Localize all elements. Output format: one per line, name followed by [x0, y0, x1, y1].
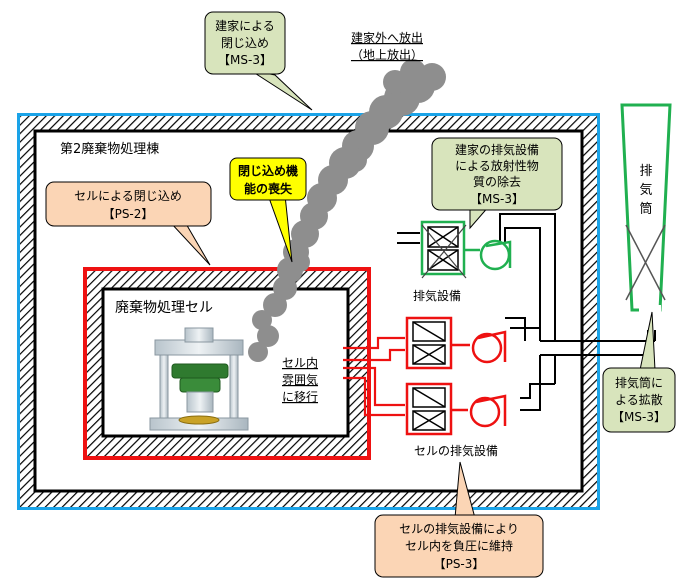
callout-line: よる拡散 — [615, 392, 663, 407]
cell-exhaust-unit-lower — [405, 382, 507, 436]
callout-line: 閉じ込め — [221, 36, 269, 50]
callout-line: セル内を負圧に維持 — [405, 538, 513, 553]
callout-line: 質の除去 — [473, 174, 521, 189]
cell-atmosphere-label: セル内 雰囲気 に移行 — [282, 356, 318, 404]
callout-line: セルによる閉じ込め — [74, 189, 182, 203]
stack-label: 排 気 筒 — [639, 164, 652, 217]
release-label: 建家外へ放出 （地上放出） — [351, 30, 423, 62]
stack-char: 気 — [639, 182, 652, 198]
building-exhaust-unit — [420, 220, 512, 279]
atmosphere-line: セル内 — [282, 356, 318, 370]
callout-line: 【PS-3】 — [434, 557, 485, 571]
exhaust-stack — [620, 103, 672, 345]
callout-line: 【MS-3】 — [612, 410, 666, 424]
callout-building-exhaust-removal: 建家の排気設備 による放射性物 質の除去 【MS-3】 — [431, 137, 563, 230]
callout-cell-confinement: セルによる閉じ込め 【PS-2】 — [45, 181, 212, 266]
stack-char: 筒 — [639, 201, 652, 217]
callout-line: セルの排気設備により — [399, 521, 519, 536]
callout-cell-negative-pressure: セルの排気設備により セル内を負圧に維持 【PS-3】 — [374, 461, 544, 578]
release-line-2: （地上放出） — [351, 47, 423, 62]
callout-stack-dispersion: 排気筒に よる拡散 【MS-3】 — [602, 311, 676, 433]
callout-line: 排気筒に — [615, 375, 663, 390]
atmosphere-line: に移行 — [282, 390, 318, 404]
stack-char: 排 — [639, 164, 652, 179]
building-name: 第2廃棄物処理棟 — [60, 141, 159, 157]
callout-loss-of-confinement: 閉じ込め機 能の喪失 — [229, 157, 307, 263]
atmosphere-line: 雰囲気 — [282, 372, 318, 387]
callout-line: 建家の排気設備 — [455, 142, 539, 157]
cell-exhaust-equipment-label: セルの排気設備 — [414, 443, 498, 458]
cell-exhaust-unit-upper — [405, 316, 507, 370]
callout-line: 能の喪失 — [244, 181, 293, 196]
callout-line: 【MS-3】 — [470, 192, 524, 206]
callout-line: 【MS-3】 — [218, 53, 272, 67]
callout-building-confinement: 建家による 閉じ込め 【MS-3】 — [204, 11, 313, 111]
cell-wall — [83, 267, 371, 460]
callout-line: による放射性物 — [455, 158, 539, 173]
callout-line: 【PS-2】 — [103, 207, 154, 221]
cell-name: 廃棄物処理セル — [115, 299, 213, 316]
release-line-1: 建家外へ放出 — [351, 30, 423, 45]
callout-line: 建家による — [215, 18, 275, 33]
exhaust-equipment-label: 排気設備 — [413, 288, 461, 303]
callout-line: 閉じ込め機 — [238, 163, 298, 178]
cell-exhaust-ducts — [343, 336, 405, 417]
press-machine-illustration — [149, 327, 249, 431]
